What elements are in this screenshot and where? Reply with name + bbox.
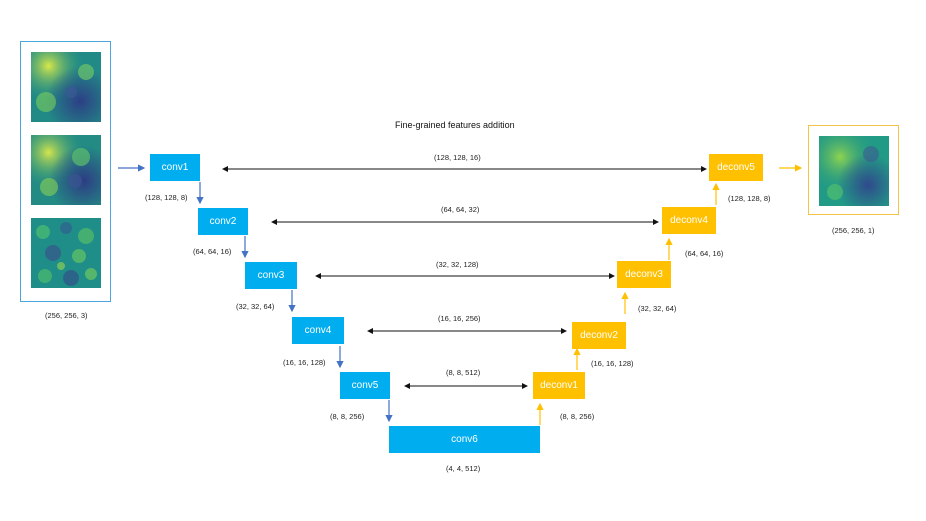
conv1-shape: (128, 128, 8)	[145, 193, 188, 202]
skip-label-2: (64, 64, 32)	[441, 205, 480, 214]
skip-label-1: (128, 128, 16)	[434, 153, 481, 162]
conv2-shape: (64, 64, 16)	[193, 247, 232, 256]
deconv5-shape: (128, 128, 8)	[728, 194, 771, 203]
skip-label-5: (8, 8, 512)	[446, 368, 481, 377]
deconv4-shape: (64, 64, 16)	[685, 249, 724, 258]
output-image	[819, 136, 889, 206]
deconv2-shape: (16, 16, 128)	[591, 359, 634, 368]
deconv1-shape: (8, 8, 256)	[560, 412, 595, 421]
deconv1-block: deconv1	[533, 372, 585, 399]
input-image-1	[31, 52, 101, 122]
conv5-shape: (8, 8, 256)	[330, 412, 365, 421]
input-frame	[20, 41, 111, 302]
diagram-title: Fine-grained features addition	[395, 120, 515, 130]
input-image-3	[31, 218, 101, 288]
deconv5-block: deconv5	[709, 154, 763, 181]
output-frame	[808, 125, 899, 215]
conv6-block: conv6	[389, 426, 540, 453]
skip-label-4: (16, 16, 256)	[438, 314, 481, 323]
conv5-block: conv5	[340, 372, 390, 399]
skip-label-3: (32, 32, 128)	[436, 260, 479, 269]
deconv4-block: deconv4	[662, 207, 716, 234]
deconv3-shape: (32, 32, 64)	[638, 304, 677, 313]
conv6-shape: (4, 4, 512)	[446, 464, 481, 473]
output-shape-label: (256, 256, 1)	[832, 226, 875, 235]
conv2-block: conv2	[198, 208, 248, 235]
conv1-block: conv1	[150, 154, 200, 181]
input-image-2	[31, 135, 101, 205]
conv4-shape: (16, 16, 128)	[283, 358, 326, 367]
deconv3-block: deconv3	[617, 261, 671, 288]
conv4-block: conv4	[292, 317, 344, 344]
deconv2-block: deconv2	[572, 322, 626, 349]
input-shape-label: (256, 256, 3)	[45, 311, 88, 320]
conv3-shape: (32, 32, 64)	[236, 302, 275, 311]
conv3-block: conv3	[245, 262, 297, 289]
